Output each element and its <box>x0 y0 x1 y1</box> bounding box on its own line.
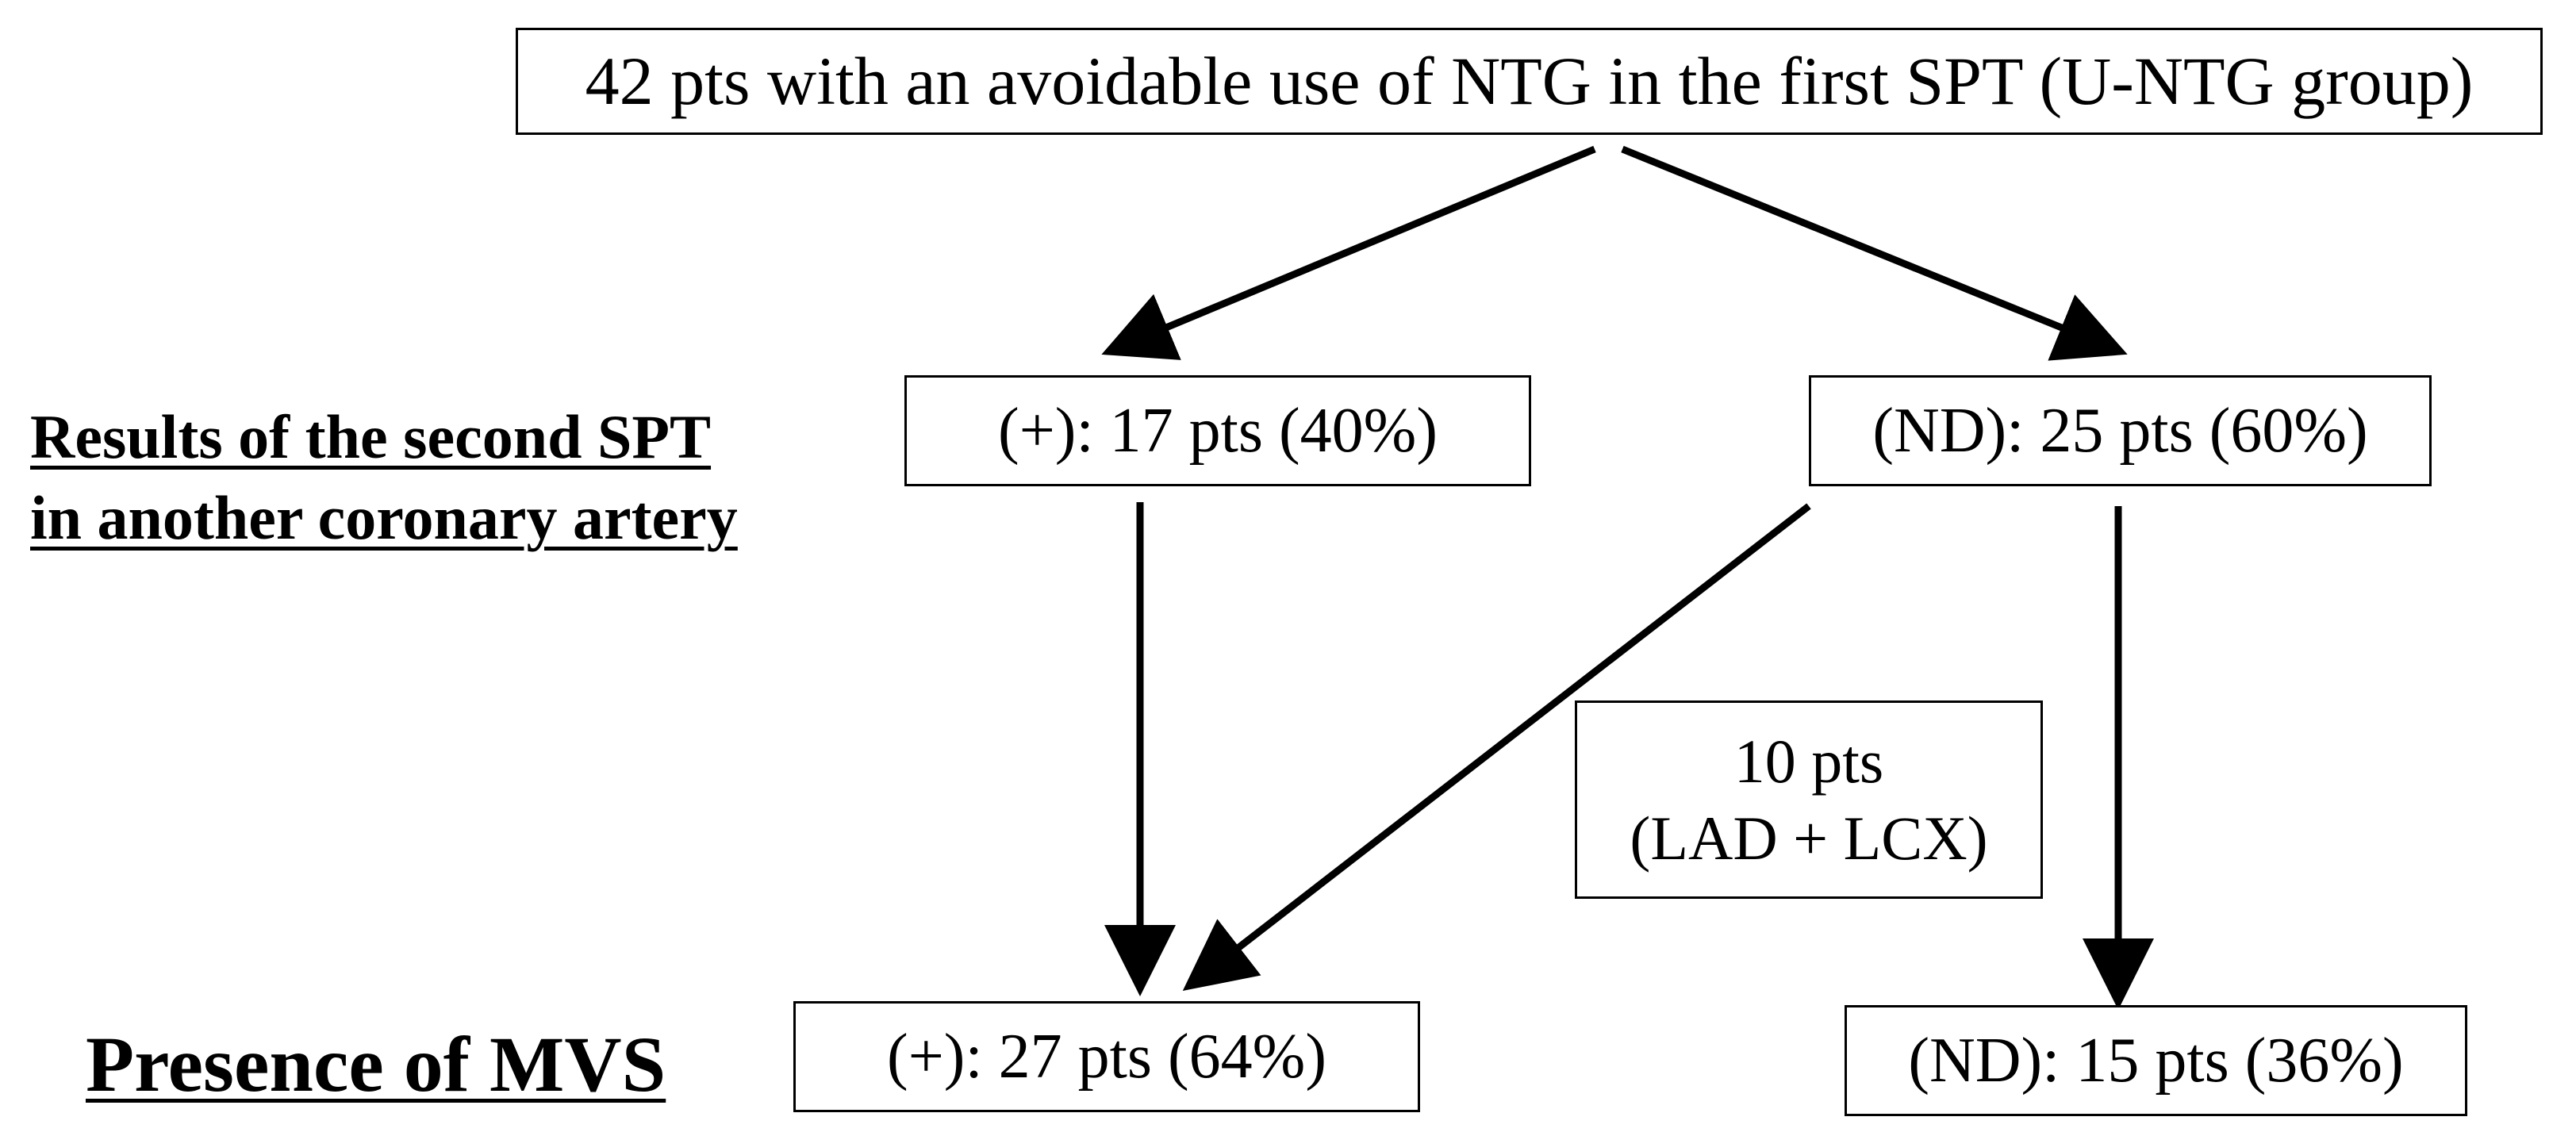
second-spt-positive-box: (+): 17 pts (40%) <box>904 375 1531 486</box>
label-second-spt-line2: in another coronary artery <box>30 483 738 552</box>
label-second-spt: Results of the second SPT in another cor… <box>30 397 738 558</box>
top-box: 42 pts with an avoidable use of NTG in t… <box>516 28 2543 135</box>
label-mvs-text: Presence of MVS <box>86 1020 666 1108</box>
arrow-nd-to-mvs-positive <box>1182 503 1811 992</box>
mvs-nd-text: (ND): 15 pts (36%) <box>1908 1026 2404 1096</box>
second-spt-nd-text: (ND): 25 pts (60%) <box>1872 396 2368 466</box>
second-spt-positive-text: (+): 17 pts (40%) <box>998 396 1438 466</box>
arrow-top-to-positive <box>1101 145 1596 360</box>
side-note-line1: 10 pts <box>1733 726 1884 796</box>
arrow-top-to-nd <box>1621 145 2128 361</box>
mvs-positive-box: (+): 27 pts (64%) <box>793 1001 1420 1112</box>
side-note-box: 10 pts (LAD + LCX) <box>1575 700 2043 899</box>
side-note-line2: (LAD + LCX) <box>1630 804 1988 873</box>
top-box-text: 42 pts with an avoidable use of NTG in t… <box>585 42 2474 119</box>
mvs-positive-text: (+): 27 pts (64%) <box>887 1022 1326 1092</box>
second-spt-nd-box: (ND): 25 pts (60%) <box>1809 375 2432 486</box>
mvs-nd-box: (ND): 15 pts (36%) <box>1845 1005 2467 1116</box>
label-mvs: Presence of MVS <box>86 1017 666 1112</box>
label-second-spt-line1: Results of the second SPT <box>30 402 712 471</box>
